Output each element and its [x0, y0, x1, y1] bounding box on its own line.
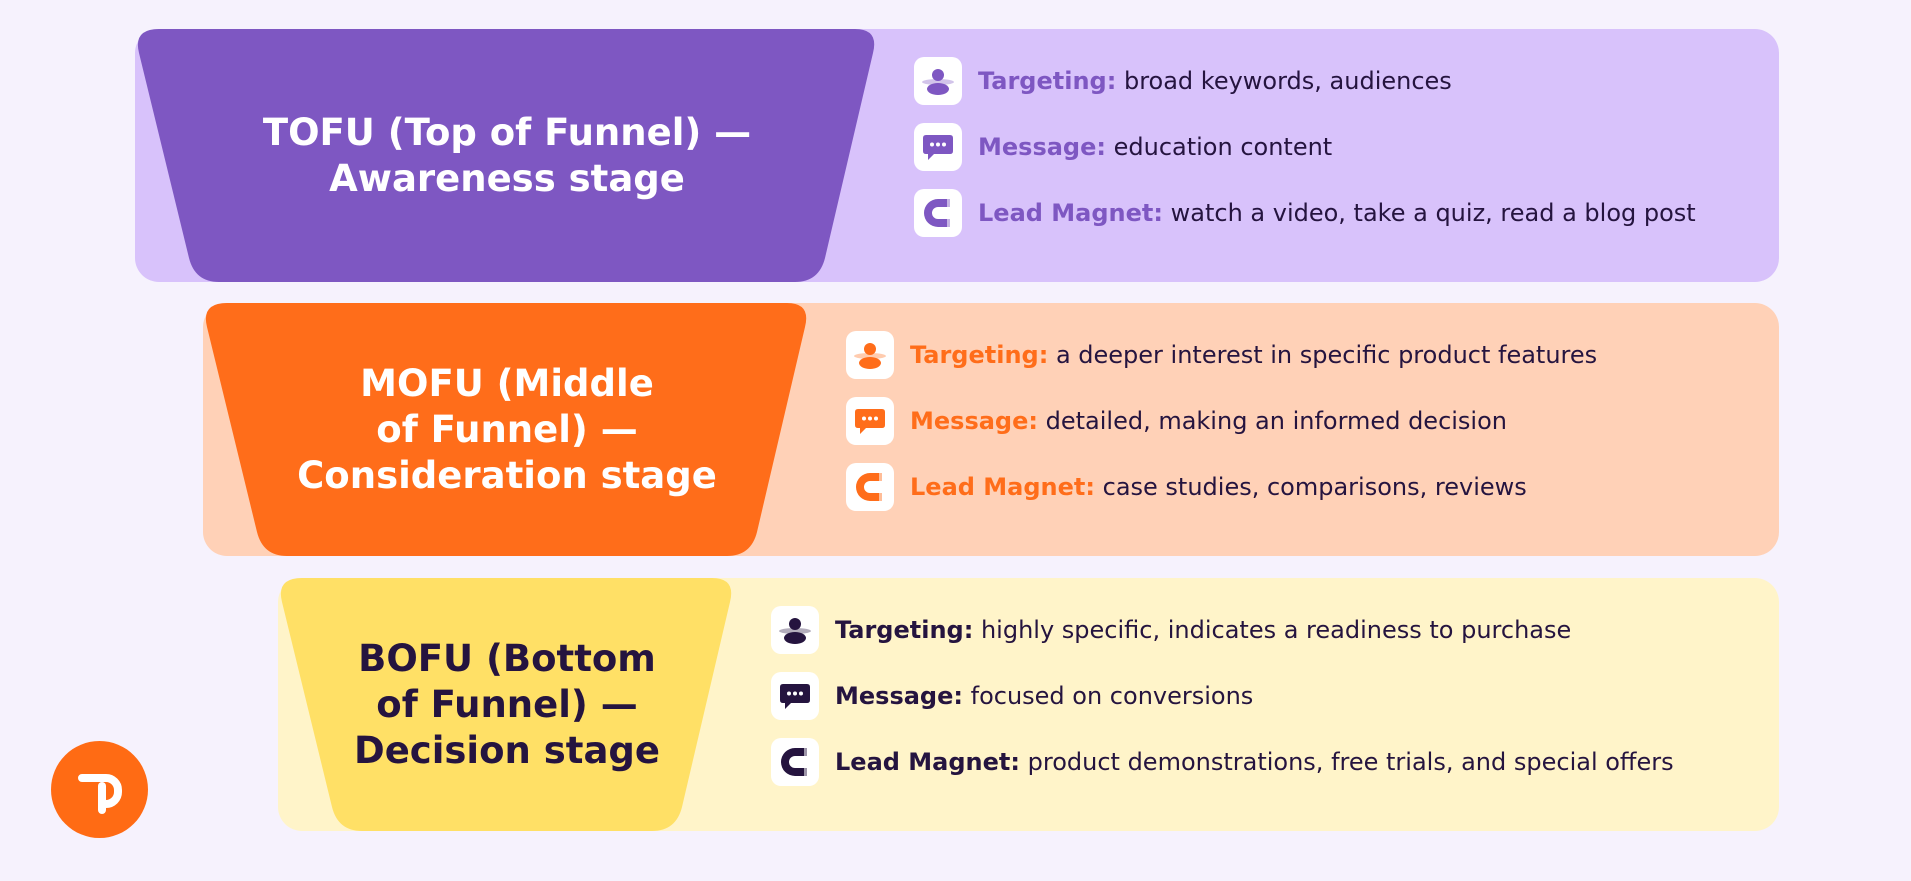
person-icon	[846, 331, 894, 379]
item-text: Message: education content	[978, 133, 1333, 161]
chat-icon	[771, 672, 819, 720]
list-item: Message: education content	[914, 123, 1696, 171]
item-text: Message: detailed, making an informed de…	[910, 407, 1507, 435]
funnel-segment-bofu	[278, 578, 736, 831]
magnet-icon	[771, 738, 819, 786]
stage-items-tofu: Targeting: broad keywords, audiences Mes…	[914, 57, 1696, 255]
item-text: Targeting: highly specific, indicates a …	[835, 616, 1572, 644]
chat-icon	[846, 397, 894, 445]
brand-logo-icon	[51, 741, 148, 838]
list-item: Message: detailed, making an informed de…	[846, 397, 1597, 445]
person-icon	[771, 606, 819, 654]
stage-items-mofu: Targeting: a deeper interest in specific…	[846, 331, 1597, 529]
item-text: Message: focused on conversions	[835, 682, 1254, 710]
list-item: Lead Magnet: case studies, comparisons, …	[846, 463, 1597, 511]
chat-icon	[914, 123, 962, 171]
list-item: Lead Magnet: product demonstrations, fre…	[771, 738, 1674, 786]
item-text: Targeting: broad keywords, audiences	[978, 67, 1452, 95]
list-item: Targeting: a deeper interest in specific…	[846, 331, 1597, 379]
stage-title-bofu: BOFU (Bottom of Funnel) — Decision stage	[353, 636, 661, 772]
stage-row-bofu: BOFU (Bottom of Funnel) — Decision stage…	[278, 578, 1779, 831]
magnet-icon	[914, 189, 962, 237]
magnet-icon	[846, 463, 894, 511]
stage-row-tofu: TOFU (Top of Funnel) — Awareness stage T…	[135, 29, 1779, 282]
list-item: Targeting: broad keywords, audiences	[914, 57, 1696, 105]
item-text: Lead Magnet: product demonstrations, fre…	[835, 748, 1674, 776]
list-item: Lead Magnet: watch a video, take a quiz,…	[914, 189, 1696, 237]
stage-title-mofu: MOFU (Middle of Funnel) — Consideration …	[297, 361, 717, 497]
stage-items-bofu: Targeting: highly specific, indicates a …	[771, 606, 1674, 804]
funnel-segment-mofu	[203, 303, 811, 556]
stage-title-tofu: TOFU (Top of Funnel) — Awareness stage	[262, 110, 752, 200]
item-text: Lead Magnet: case studies, comparisons, …	[910, 473, 1527, 501]
item-text: Targeting: a deeper interest in specific…	[910, 341, 1598, 369]
stage-row-mofu: MOFU (Middle of Funnel) — Consideration …	[203, 303, 1779, 556]
item-text: Lead Magnet: watch a video, take a quiz,…	[978, 199, 1696, 227]
funnel-segment-tofu	[135, 29, 879, 282]
list-item: Message: focused on conversions	[771, 672, 1674, 720]
list-item: Targeting: highly specific, indicates a …	[771, 606, 1674, 654]
person-icon	[914, 57, 962, 105]
